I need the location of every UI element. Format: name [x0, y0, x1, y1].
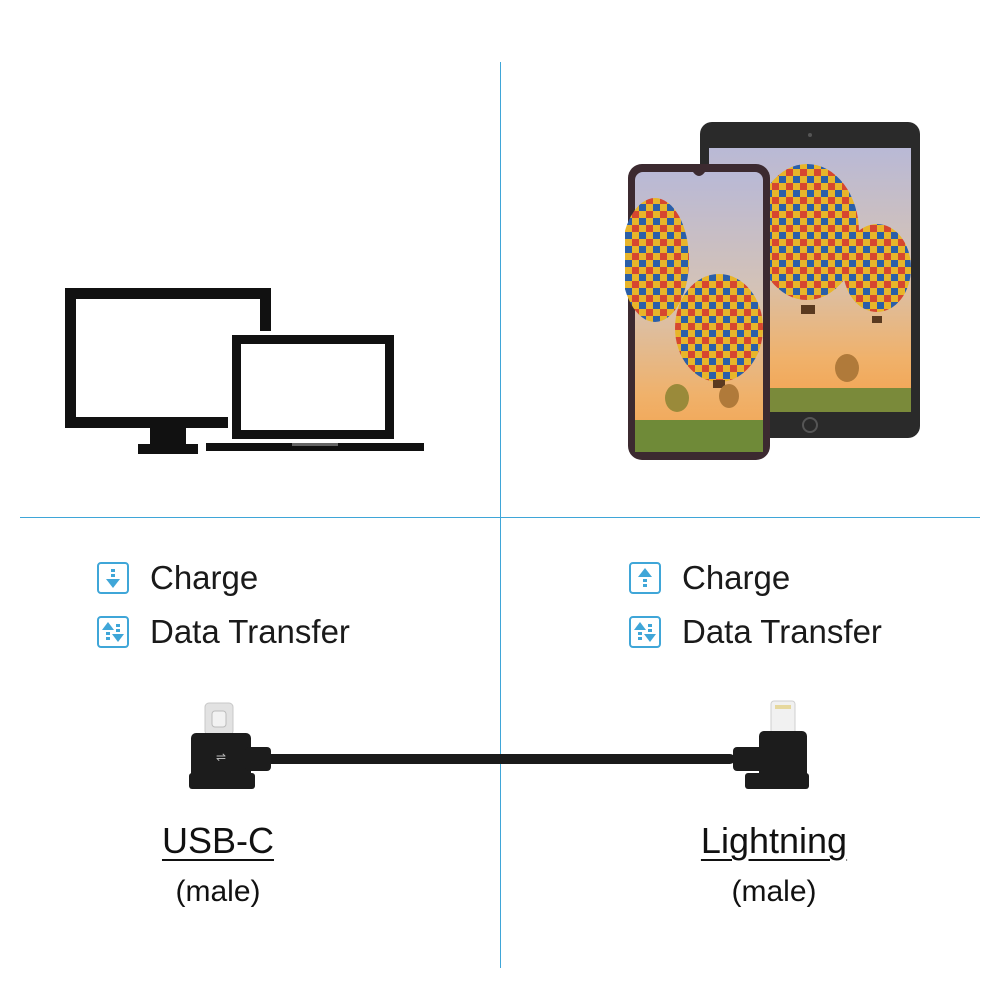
right-feature-charge: Charge — [628, 558, 790, 598]
lightning-gender-label: (male) — [731, 875, 817, 908]
usb-c-gender-label: (male) — [175, 875, 261, 908]
cable-illustration: ⇌ — [189, 700, 809, 789]
feature-label: Data Transfer — [682, 613, 882, 650]
charge-down-icon — [96, 561, 130, 595]
phone-tablet-icon — [625, 122, 920, 460]
feature-label: Charge — [682, 559, 791, 596]
left-feature-charge: Charge — [96, 558, 258, 598]
feature-label: Data Transfer — [150, 613, 350, 650]
horizontal-divider — [20, 517, 980, 518]
left-feature-data-transfer: Data Transfer — [96, 612, 350, 652]
data-transfer-icon — [96, 615, 130, 649]
right-feature-data-transfer: Data Transfer — [628, 612, 882, 652]
charge-up-icon — [628, 561, 662, 595]
data-transfer-icon — [628, 615, 662, 649]
svg-text:⇌: ⇌ — [216, 750, 226, 764]
vertical-divider — [500, 62, 501, 968]
computer-laptop-icon — [65, 288, 424, 454]
usb-c-label: USB-C — [161, 820, 274, 861]
lightning-label: Lightning — [700, 820, 848, 861]
feature-label: Charge — [150, 559, 259, 596]
